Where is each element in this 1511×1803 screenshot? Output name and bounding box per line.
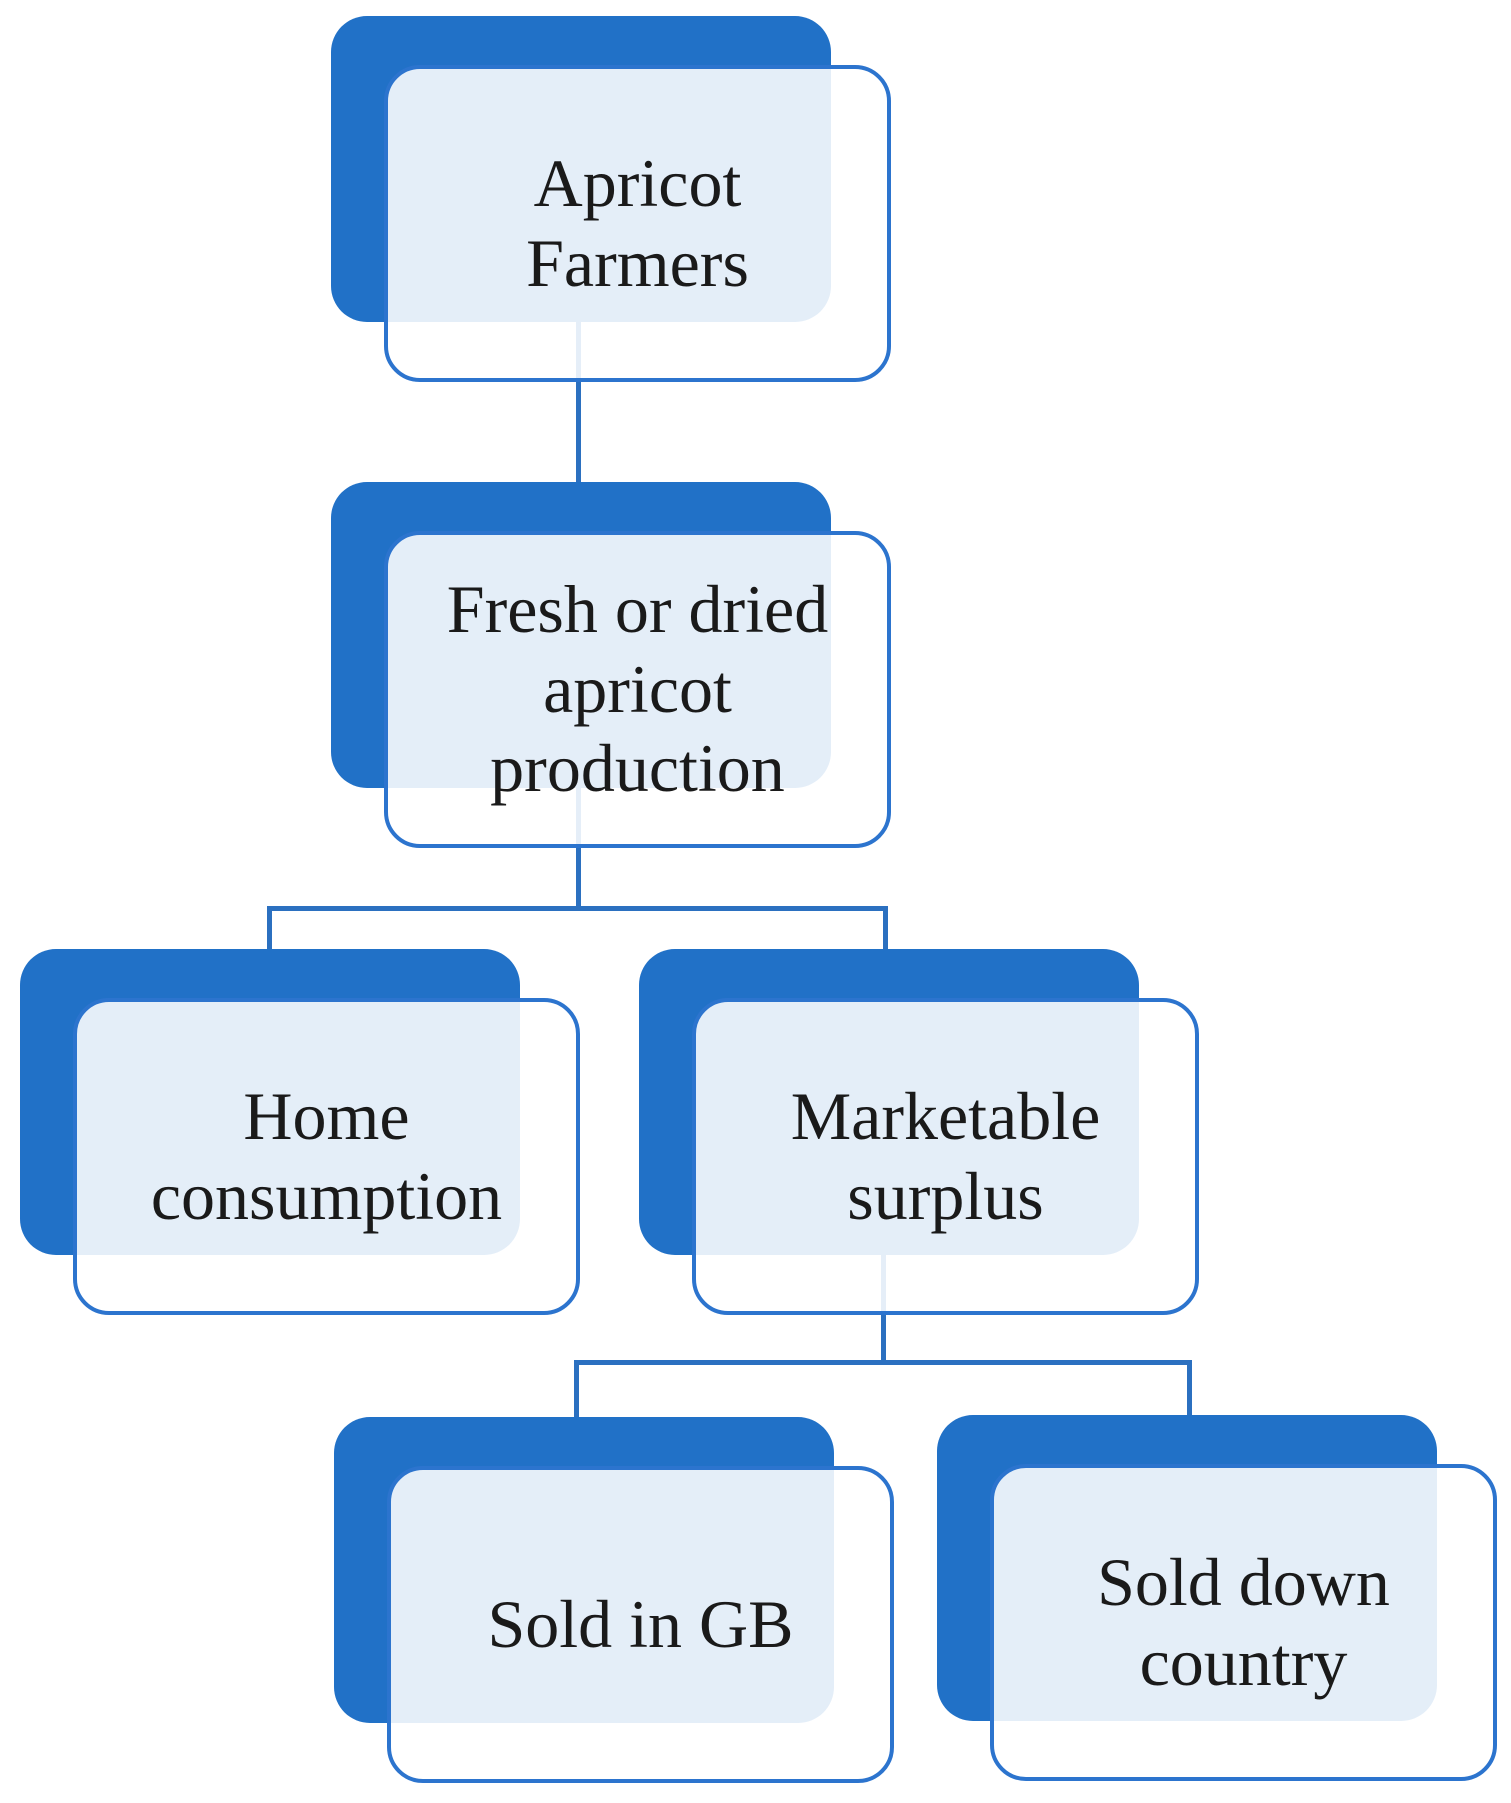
node-face: Apricot Farmers [384,65,891,382]
node-label: Apricot Farmers [526,144,749,301]
connector-production-stem [576,786,581,910]
connector-production-branch-bar [267,906,888,911]
node-sold-in-gb: Sold in GB [334,1417,894,1783]
node-apricot-farmers: Apricot Farmers [331,16,891,382]
node-label: Fresh or dried apricot production [446,571,829,807]
connector-farmers-to-production [576,318,581,490]
connector-branch-to-marketable-surplus [883,906,888,953]
node-face: Home consumption [73,998,580,1315]
node-face: Marketable surplus [692,998,1199,1315]
node-fresh-or-dried-apricot-production: Fresh or dried apricot production [331,482,891,848]
node-face: Fresh or dried apricot production [384,531,891,848]
connector-branch-to-home-consumption [267,906,272,953]
node-face: Sold down country [990,1464,1497,1781]
node-marketable-surplus: Marketable surplus [639,949,1199,1315]
connector-branch-to-sold-in-gb [574,1360,579,1421]
node-label: Sold down country [1097,1543,1390,1700]
node-sold-down-country: Sold down country [937,1415,1497,1781]
node-label: Home consumption [150,1077,503,1234]
connector-marketable-branch-bar [574,1360,1192,1365]
node-label: Marketable surplus [790,1077,1101,1234]
node-home-consumption: Home consumption [20,949,580,1315]
connector-branch-to-sold-down-country [1187,1360,1192,1419]
node-label: Sold in GB [487,1585,794,1662]
node-face: Sold in GB [387,1466,894,1783]
